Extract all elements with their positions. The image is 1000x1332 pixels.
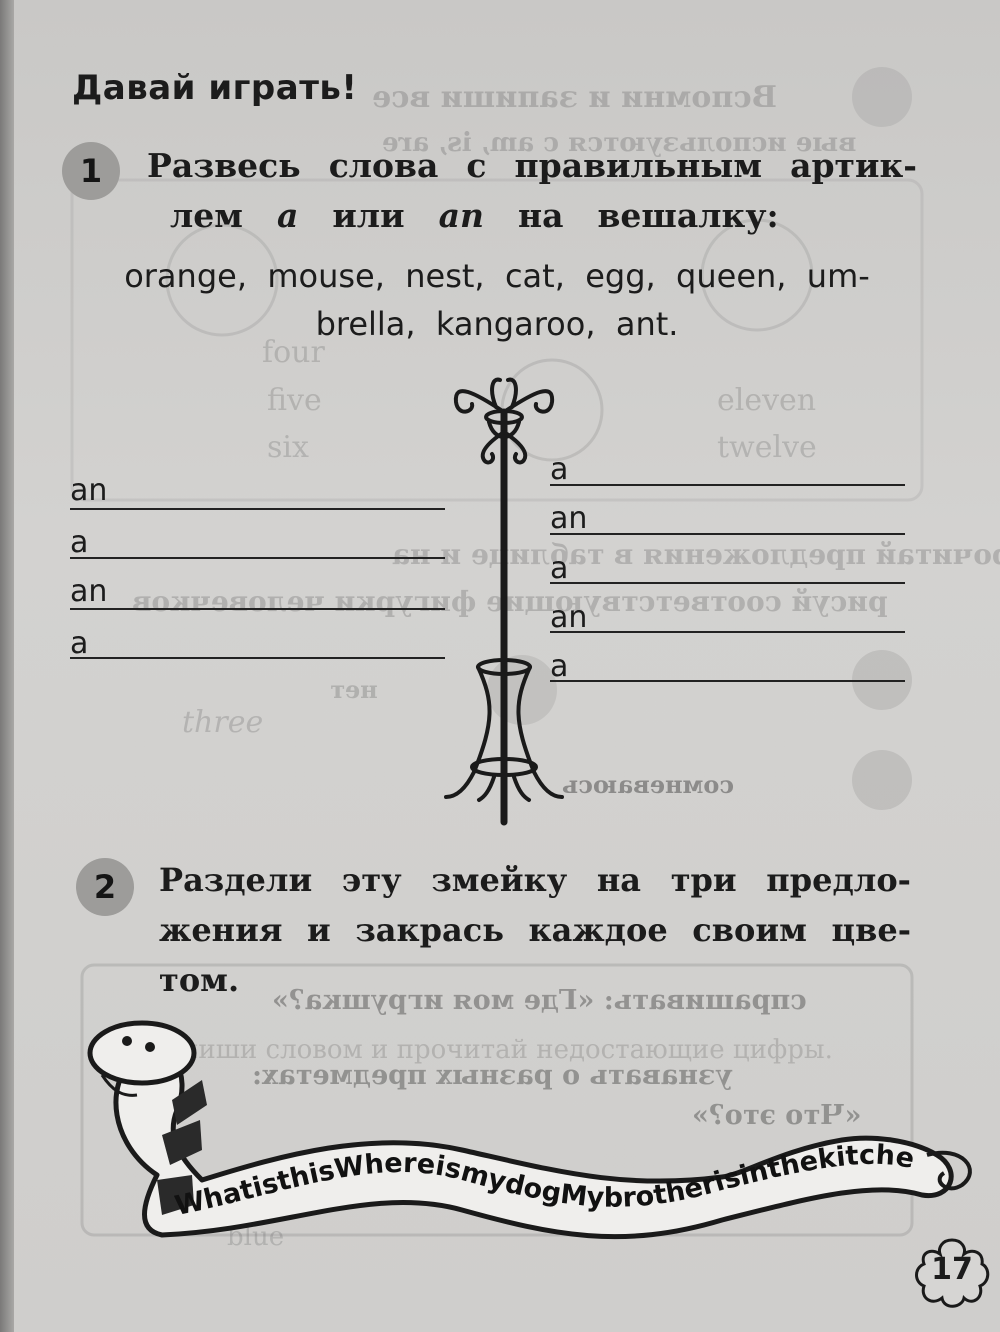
- ghost-text: six: [267, 430, 309, 465]
- task2-line: том.: [159, 961, 240, 999]
- title-word: правильным: [514, 145, 763, 185]
- title-word: предло-: [766, 861, 911, 899]
- title-word: эту: [341, 861, 402, 899]
- slot-label-left: an: [70, 574, 108, 609]
- workbook-page: Вспомни и запиши все вые используются с …: [12, 0, 1000, 1332]
- slot-label-left: an: [70, 473, 108, 508]
- ghost-text: eleven: [717, 383, 817, 418]
- slot-label-right: a: [550, 452, 569, 487]
- task2-line: Раздели эту змейку на три предло-: [159, 855, 911, 905]
- ghost-text: four: [262, 335, 325, 370]
- page-binding-shadow: [0, 0, 14, 1332]
- slot-label-left: a: [70, 626, 89, 661]
- title-word: цве-: [831, 911, 911, 949]
- ghost-text: Впиши словом и прочитай недостающие цифр…: [162, 1035, 833, 1065]
- word-list-line: orange, mouse, nest, cat, egg, queen, um…: [124, 257, 870, 295]
- title-word: артик-: [790, 145, 917, 185]
- title-word: закрась: [355, 911, 504, 949]
- title-word: вешалку:: [597, 195, 779, 235]
- slot-label-left: a: [70, 525, 89, 560]
- page-number: 17: [931, 1252, 973, 1287]
- title-word: каждое: [528, 911, 668, 949]
- title-article-a: a: [276, 195, 299, 235]
- task1-number: 1: [62, 142, 120, 200]
- ghost-text: five: [267, 383, 322, 418]
- answer-line[interactable]: [550, 533, 905, 535]
- title-word: змейку: [431, 861, 568, 899]
- title-word: лем: [170, 195, 243, 235]
- title-word: на: [596, 861, 642, 899]
- coat-rack-illustration: [444, 377, 564, 826]
- title-word: Развесь: [147, 145, 301, 185]
- title-word: три: [670, 861, 737, 899]
- answer-line[interactable]: [70, 657, 445, 659]
- slot-label-right: an: [550, 501, 588, 536]
- title-article-an: an: [438, 195, 484, 235]
- answer-line[interactable]: [550, 484, 905, 486]
- task2-title: Раздели эту змейку на три предло- жения …: [159, 855, 911, 1005]
- answer-line[interactable]: [550, 631, 905, 633]
- slot-label-right: a: [550, 649, 569, 684]
- section-heading: Давай играть!: [72, 68, 358, 108]
- page-number-badge: [915, 1238, 990, 1308]
- answer-line[interactable]: [550, 582, 905, 584]
- task2-number-text: 2: [93, 868, 117, 906]
- task1-number-text: 1: [79, 152, 103, 190]
- answer-line[interactable]: [70, 557, 445, 559]
- task1-title: Развесь слова с правильным артик- лем a …: [147, 140, 917, 240]
- slot-label-right: an: [550, 600, 588, 635]
- snake-illustration[interactable]: WhatisthisWhereismydogMybrotherisintheki…: [82, 1005, 982, 1265]
- title-word: Раздели: [159, 861, 313, 899]
- title-word: слова: [328, 145, 439, 185]
- task2-number: 2: [76, 858, 134, 916]
- word-list-line: brella, kangaroo, ant.: [315, 305, 679, 343]
- ghost-text: twelve: [717, 430, 817, 465]
- title-word: своим: [692, 911, 807, 949]
- title-word: с: [466, 145, 487, 185]
- answer-line[interactable]: [70, 608, 445, 610]
- title-word: жения: [159, 911, 283, 949]
- answer-line[interactable]: [550, 680, 905, 682]
- title-word: и: [307, 911, 331, 949]
- title-word: или: [332, 195, 405, 235]
- task2-line: жения и закрась каждое своим цве-: [159, 905, 911, 955]
- word-list: orange, mouse, nest, cat, egg, queen, um…: [82, 252, 912, 348]
- ghost-text: three: [182, 705, 264, 740]
- slot-label-right: a: [550, 551, 569, 586]
- title-word: на: [517, 195, 564, 235]
- answer-line[interactable]: [70, 508, 445, 510]
